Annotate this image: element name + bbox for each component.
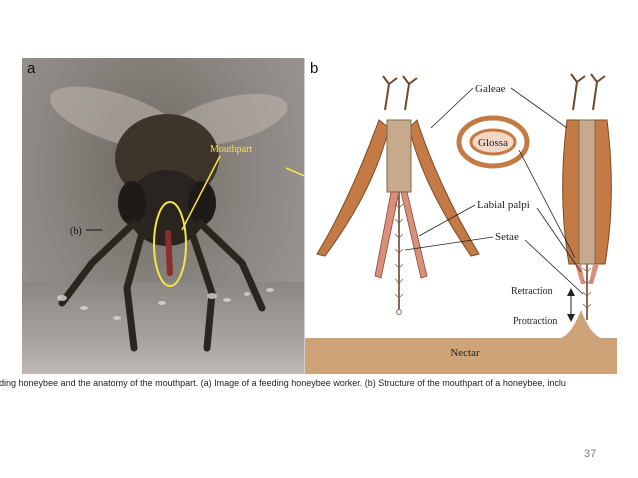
panel-b-diagram: b Nectar [304, 58, 617, 374]
left-galea-right-blade [408, 119, 480, 257]
right-galea-tip-1 [570, 73, 586, 111]
left-labial-palp-1 [374, 191, 400, 279]
bee-leg-right [196, 219, 266, 312]
left-galea-tip-1 [382, 75, 398, 111]
figure: Mouthpart (b) a b Nectar [22, 58, 617, 374]
panel-a-letter: a [27, 60, 36, 77]
page-number: 37 [584, 448, 597, 460]
bee-illustration: Mouthpart (b) [50, 86, 288, 352]
bee-leg-left-mid [123, 229, 146, 352]
galeae-leader-left [430, 87, 474, 129]
cross-section-outer [456, 115, 530, 169]
right-labial-palp-1 [575, 264, 585, 284]
droplets [57, 288, 274, 320]
panel-a-photo: Mouthpart (b) a [22, 58, 304, 374]
labial-palpi-leader-left [418, 204, 476, 237]
panel-a-b-marker: (b) [70, 226, 82, 237]
setae-leader-left [404, 236, 494, 251]
nectar-label: Nectar [450, 347, 480, 359]
bee-leg-right-mid [188, 229, 216, 352]
bee-eye-left [118, 181, 146, 225]
glossa-label: Glossa [478, 137, 508, 149]
left-glossa-base [386, 119, 412, 193]
nectar-pool [305, 310, 617, 374]
left-galea [316, 119, 390, 257]
bee-proboscis [165, 230, 173, 276]
mouthpart-callout-line [181, 155, 221, 231]
left-flabellum [396, 309, 402, 315]
panel-b-letter: b [310, 60, 319, 77]
labial-palpi-leader-right [536, 207, 582, 273]
protraction-arrowhead [567, 314, 575, 322]
right-setae [582, 267, 592, 309]
cross-section-inner [469, 128, 517, 156]
left-labial-palp-2 [400, 191, 428, 279]
galeae-label: Galeae [475, 83, 506, 95]
right-labial-palp-2 [589, 264, 599, 284]
right-galea-tip-2 [590, 73, 606, 111]
figure-caption: eding honeybee and the anatomy of the mo… [0, 378, 566, 388]
labial-palpi-label: Labial palpi [477, 199, 530, 211]
right-galea-right [594, 119, 612, 265]
retraction-label: Retraction [511, 286, 553, 297]
setae-leader-right [524, 239, 584, 295]
mouthpart-diagram: Nectar [305, 73, 617, 374]
protraction-label: Protraction [513, 316, 557, 327]
right-glossa-base [578, 119, 596, 265]
bee-head [127, 170, 207, 246]
retraction-arrowhead [567, 288, 575, 296]
bee-eye-right [188, 181, 216, 225]
left-galea-tip-2 [402, 75, 418, 111]
right-galea-left [562, 119, 580, 265]
setae-label: Setae [495, 231, 519, 243]
mouthpart-highlight-ellipse [153, 201, 187, 287]
glossa-leader [518, 149, 576, 259]
mouthpart-label: Mouthpart [210, 144, 252, 155]
galeae-leader-right [510, 87, 568, 129]
left-setae [394, 203, 404, 299]
bee-leg-left [58, 219, 138, 307]
